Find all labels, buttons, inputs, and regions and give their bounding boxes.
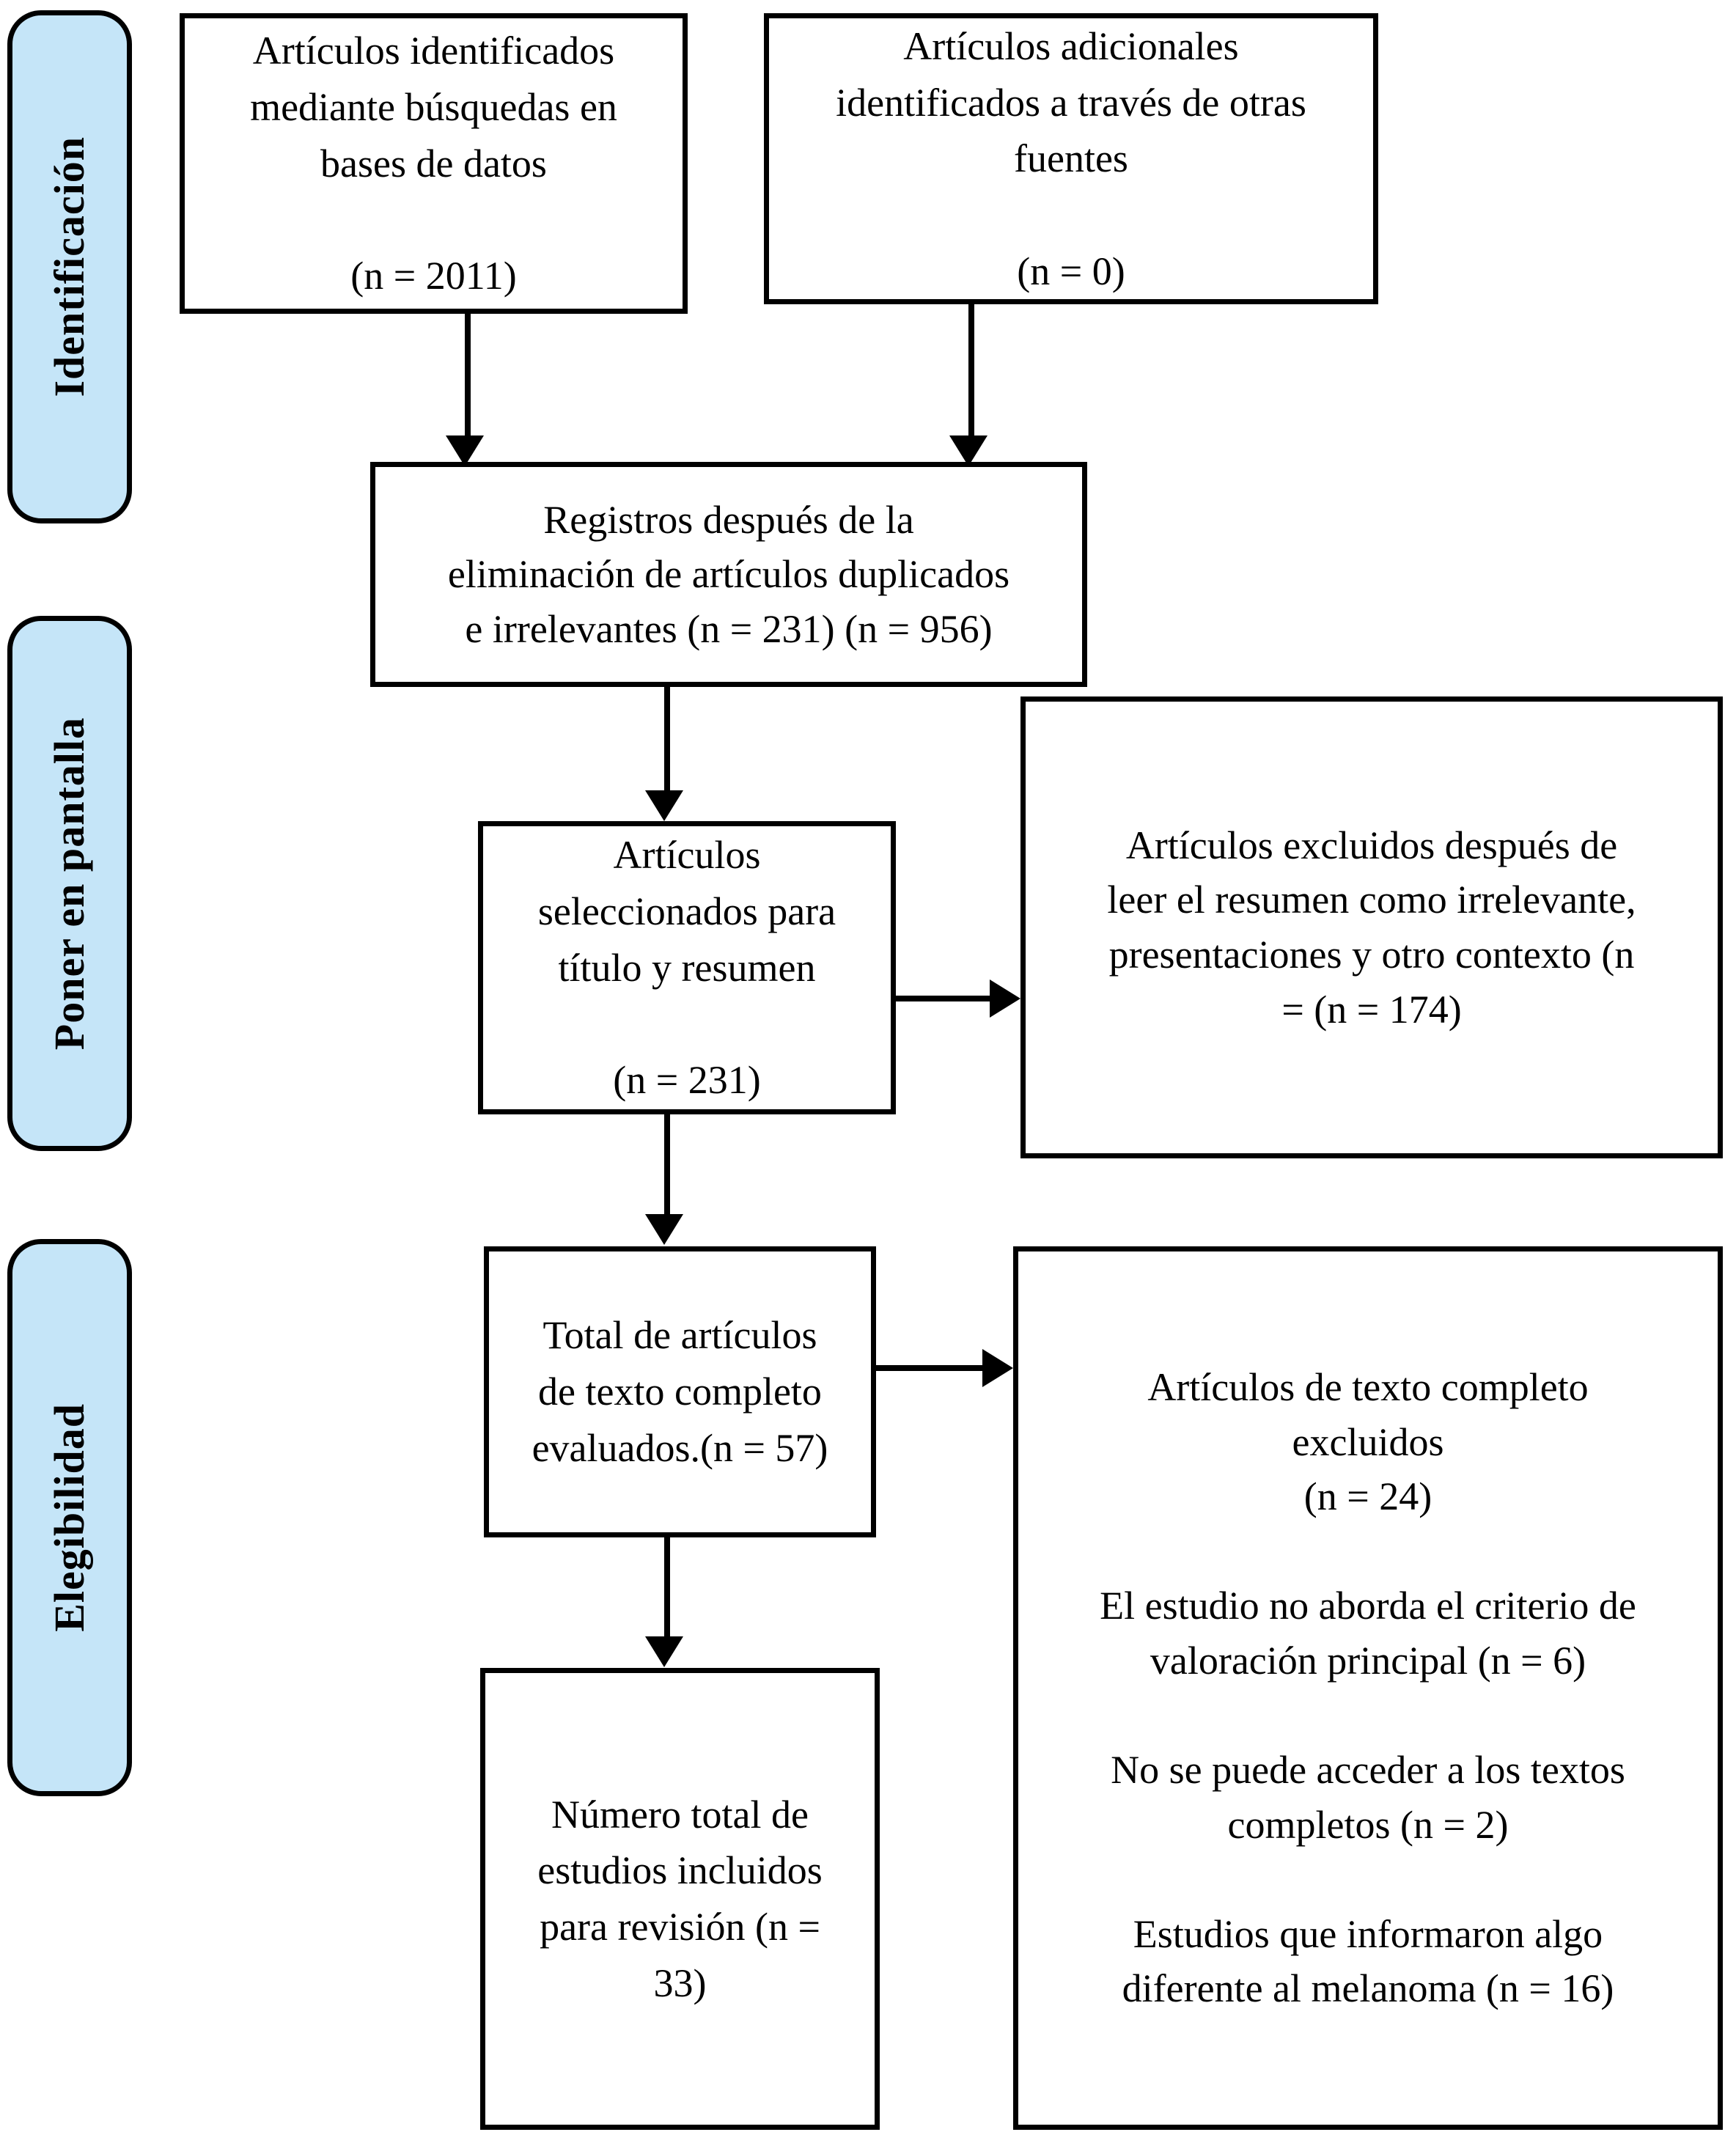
connector-fulltext-to-excluded — [876, 1365, 985, 1371]
box-identified-databases-text: Artículos identificados mediante búsqued… — [250, 29, 617, 298]
box-identified-databases: Artículos identificados mediante búsqued… — [180, 13, 688, 314]
arrowhead-other-sources-to-records — [949, 435, 987, 466]
arrowhead-records-to-screened — [645, 790, 683, 821]
box-records-after-duplicates-text: Registros después de la eliminación de a… — [447, 497, 1010, 651]
box-excluded-after-abstract-text: Artículos excluidos después de leer el r… — [1107, 823, 1636, 1032]
connector-screened-to-excluded — [896, 996, 991, 1001]
box-records-after-duplicates: Registros después de la eliminación de a… — [370, 462, 1087, 687]
box-screened-title-abstract: Artículos seleccionados para título y re… — [478, 821, 896, 1114]
connector-fulltext-to-included — [664, 1537, 670, 1640]
phase-label-screening: Poner en pantalla — [45, 716, 93, 1051]
box-fulltext-assessed-text: Total de artículos de texto completo eva… — [532, 1313, 828, 1470]
phase-pill-screening: Poner en pantalla — [7, 616, 132, 1151]
box-excluded-after-abstract: Artículos excluidos después de leer el r… — [1020, 696, 1723, 1158]
phase-label-identification: Identificación — [45, 136, 93, 397]
arrowhead-databases-to-records — [446, 435, 484, 466]
connector-other-sources-to-records — [968, 304, 974, 440]
arrowhead-fulltext-to-excluded — [982, 1349, 1013, 1387]
box-identified-other-sources-text: Artículos adicionales identificados a tr… — [836, 23, 1306, 293]
phase-pill-identification: Identificación — [7, 10, 132, 523]
box-included-studies: Número total de estudios incluidos para … — [480, 1668, 880, 2130]
phase-label-eligibility: Elegibilidad — [45, 1403, 93, 1632]
box-fulltext-excluded-text: Artículos de texto completo excluidos (n… — [1100, 1365, 1636, 2011]
box-fulltext-assessed: Total de artículos de texto completo eva… — [484, 1246, 876, 1537]
phase-pill-eligibility: Elegibilidad — [7, 1239, 132, 1796]
connector-records-to-screened — [664, 687, 670, 795]
arrowhead-fulltext-to-included — [645, 1636, 683, 1667]
arrowhead-screened-to-excluded — [990, 979, 1020, 1018]
connector-screened-to-fulltext — [664, 1114, 670, 1218]
box-identified-other-sources: Artículos adicionales identificados a tr… — [764, 13, 1378, 304]
box-included-studies-text: Número total de estudios incluidos para … — [537, 1792, 823, 2005]
connector-databases-to-records — [465, 314, 471, 440]
box-screened-title-abstract-text: Artículos seleccionados para título y re… — [537, 833, 836, 1102]
arrowhead-screened-to-fulltext — [645, 1214, 683, 1245]
box-fulltext-excluded: Artículos de texto completo excluidos (n… — [1013, 1246, 1723, 2130]
